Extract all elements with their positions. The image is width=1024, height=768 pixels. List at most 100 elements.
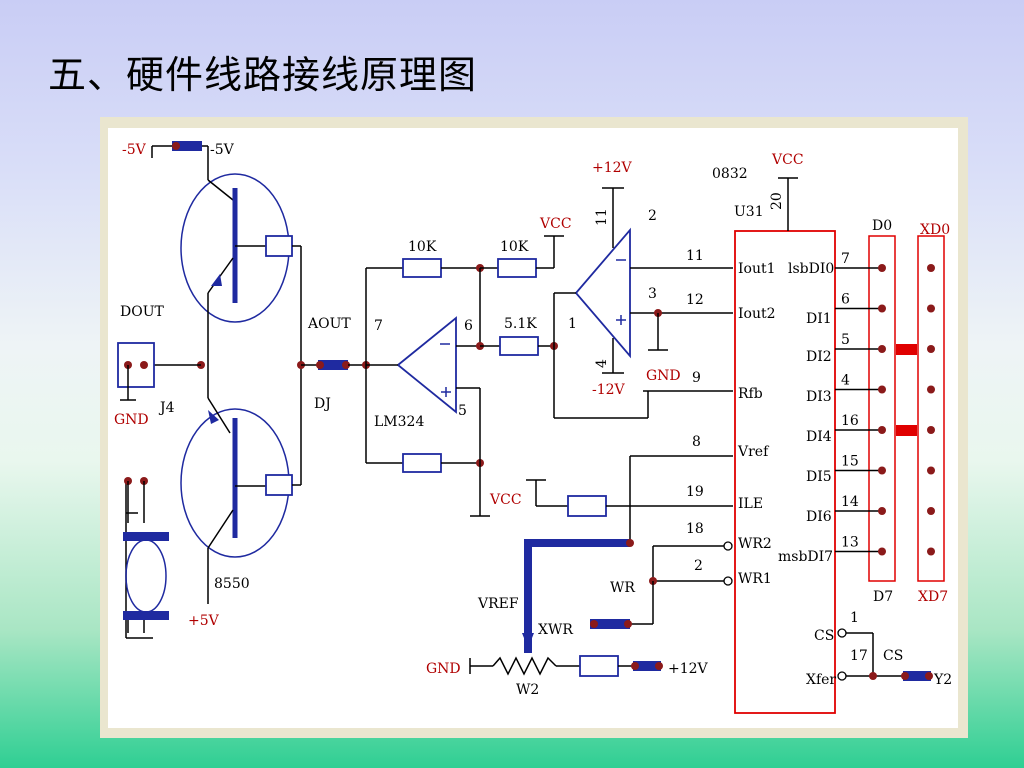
neg5v-right-label: -5V — [210, 142, 235, 158]
pos12-opamp-label: +12V — [592, 160, 633, 176]
vref-label: VREF — [477, 596, 519, 612]
pin-di1-label: DI1 — [806, 311, 832, 327]
connector-pin — [878, 426, 886, 434]
d0-label: D0 — [872, 218, 892, 234]
pot-label: W2 — [516, 682, 539, 698]
pin-iout1-label: Iout1 — [738, 261, 776, 277]
iout2-pin-number: 12 — [686, 292, 704, 308]
cs-net-label: CS — [883, 648, 903, 664]
data-pin-number: 15 — [841, 454, 859, 470]
d7-label: D7 — [873, 589, 893, 605]
pin-rfb-label: Rfb — [738, 386, 763, 402]
r10k-b-label: 10K — [500, 239, 529, 255]
gnd-left-label: GND — [114, 412, 149, 428]
output-opamp: +12V -12V GND 2 3 1 11 4 — [553, 160, 733, 419]
xd0-label: XD0 — [920, 222, 950, 238]
connector-pin — [927, 426, 935, 434]
vref-pin-number: 8 — [692, 434, 701, 450]
chip-ref-label: U31 — [734, 204, 764, 220]
data-pin-number: 16 — [841, 413, 859, 429]
data-pin-number: 6 — [841, 292, 850, 308]
data-pin-number: 4 — [841, 373, 850, 389]
pin-iout2-label: Iout2 — [738, 306, 776, 322]
aout-label: AOUT — [307, 316, 351, 332]
r5-1k-label: 5.1K — [504, 316, 537, 332]
connector-pin — [878, 547, 886, 556]
pos12-bottom-label: +12V — [668, 661, 709, 677]
lm324-plus-pin: 5 — [458, 403, 467, 419]
pin-di0-label: lsbDI0 — [788, 261, 834, 277]
pin-di3-label: DI3 — [806, 389, 832, 405]
circuit-schematic: -5V -5V 8550 +5V DOUT — [114, 141, 952, 714]
xfer-pin-number: 17 — [850, 648, 868, 664]
dout-connector: DOUT GND J4 — [114, 293, 209, 428]
neg5v-left-label: -5V — [122, 142, 147, 158]
connector-pin — [878, 507, 886, 515]
pos5v-label: +5V — [188, 613, 220, 629]
connector-pin — [878, 466, 886, 475]
j4-label: J4 — [158, 400, 175, 416]
neg5v-supply: -5V -5V — [122, 141, 235, 168]
pin-di6-label: DI6 — [806, 509, 832, 525]
diagram-canvas: -5V -5V 8550 +5V DOUT — [108, 128, 958, 728]
connector-pin — [878, 304, 886, 313]
opamp2-out-pin: 1 — [568, 316, 577, 332]
connector-pin — [927, 345, 935, 353]
data-pin-number: 14 — [841, 494, 859, 510]
dac0832-chip: 0832 U31 VCC 20 Iout1 Iout2 Rfb Vref ILE… — [712, 152, 952, 714]
xwr-label: XWR — [538, 622, 573, 638]
connector-pin — [927, 385, 935, 394]
pin-ile-label: ILE — [738, 496, 763, 512]
pin-di7-label: msbDI7 — [778, 549, 833, 565]
gnd-opamp-label: GND — [646, 368, 681, 384]
opamp2-plus-pin: 3 — [648, 286, 657, 302]
connector-pin — [878, 385, 886, 394]
pin-wr1-label: WR1 — [738, 571, 772, 587]
vcc-top-label: VCC — [771, 152, 804, 168]
opamp2-vpos-pin: 11 — [594, 208, 610, 226]
rfb-pin-number: 9 — [692, 370, 701, 386]
vcc-pin-number: 20 — [769, 192, 785, 210]
pin-di5-label: DI5 — [806, 469, 832, 485]
ile-pin-number: 19 — [686, 484, 704, 500]
lm324-minus-pin: 6 — [464, 318, 473, 334]
connector-pin — [878, 345, 886, 353]
wr1-pin-number: 2 — [694, 558, 703, 574]
connector-pin — [927, 507, 935, 515]
opamp2-vneg-pin: 4 — [594, 359, 610, 368]
connector-pin — [927, 547, 935, 556]
lm324-out-pin: 7 — [374, 318, 383, 334]
r10k-a-label: 10K — [408, 239, 437, 255]
upper-transistor — [180, 168, 301, 323]
gnd-bottom-label: GND — [426, 661, 461, 677]
wr2-pin-number: 18 — [686, 521, 704, 537]
chip-part-label: 0832 — [712, 166, 748, 182]
xd7-label: XD7 — [918, 589, 948, 605]
wr-label: WR — [610, 580, 635, 596]
pin-wr2-label: WR2 — [738, 536, 772, 552]
connector-pin — [927, 466, 935, 475]
chip-left-wiring: 11 12 9 8 19 18 2 WR XWR — [526, 248, 733, 638]
transistor-label: 8550 — [214, 576, 250, 592]
data-pin-number: 5 — [841, 332, 850, 348]
cs-pin-number: 1 — [850, 610, 859, 626]
aout-node: AOUT DJ — [297, 246, 370, 485]
opamp2-minus-pin: 2 — [648, 208, 657, 224]
vref-potentiometer: VREF GND +12V W2 — [426, 539, 709, 698]
lm324-feedback: 10K 10K VCC 5.1K VCC — [365, 216, 572, 517]
vcc-resistor-label: VCC — [539, 216, 572, 232]
lm324-opamp: 7 6 5 LM324 — [366, 316, 481, 430]
y2-label: Y2 — [933, 672, 952, 688]
iout1-pin-number: 11 — [686, 248, 704, 264]
dj-label: DJ — [314, 396, 331, 412]
vcc-mid-label: VCC — [489, 492, 522, 508]
data-pin-number: 13 — [841, 535, 859, 551]
coil-component — [123, 477, 169, 639]
pin-xfer-label: Xfer — [806, 672, 836, 688]
connector-pin — [927, 264, 935, 272]
dout-label: DOUT — [120, 304, 165, 320]
slide-title: 五、硬件线路接线原理图 — [48, 53, 478, 97]
pin-cs-label: CS — [814, 628, 834, 644]
connector-pin — [878, 264, 886, 272]
